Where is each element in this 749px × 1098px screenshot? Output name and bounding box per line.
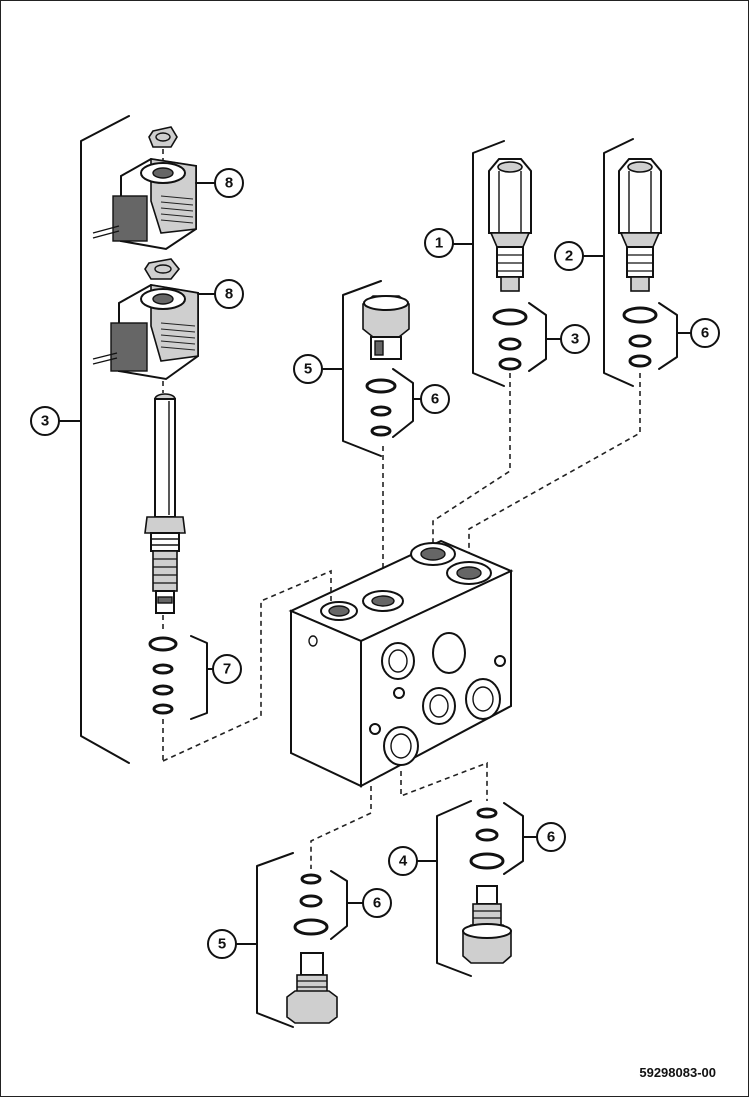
callout-5-upper: 5 [293, 354, 323, 384]
callout-4: 4 [388, 846, 418, 876]
svg-text:6: 6 [547, 829, 555, 846]
relief-valve-item-1 [432, 140, 562, 546]
svg-text:6: 6 [373, 895, 381, 912]
svg-text:4: 4 [399, 853, 408, 870]
callout-8-lower: 8 [214, 279, 244, 309]
svg-text:5: 5 [304, 361, 312, 378]
solenoid-stack [92, 126, 214, 761]
bracket-item-3 [58, 115, 130, 764]
coil-upper [92, 157, 197, 251]
callout-5-lower: 5 [207, 929, 237, 959]
callout-6-check-valve: 6 [536, 822, 566, 852]
callout-1: 1 [424, 228, 454, 258]
svg-text:2: 2 [565, 248, 573, 265]
check-valve-item-4 [400, 761, 538, 977]
callout-7: 7 [212, 654, 242, 684]
valve-manifold-block [288, 539, 514, 788]
plug-upper-assembly [322, 280, 422, 591]
callout-3-left: 3 [30, 406, 60, 436]
plug-lower-assembly [236, 786, 372, 1028]
svg-text:8: 8 [225, 286, 233, 303]
callout-6-relief-2: 6 [690, 318, 720, 348]
callout-6-upper-plug: 6 [420, 384, 450, 414]
svg-text:7: 7 [223, 661, 231, 678]
svg-text:5: 5 [218, 936, 226, 953]
svg-text:6: 6 [701, 325, 709, 342]
svg-text:8: 8 [225, 175, 233, 192]
coil-lower [92, 283, 199, 381]
svg-text:3: 3 [41, 413, 49, 430]
callout-2: 2 [554, 241, 584, 271]
callout-6-lower-plug: 6 [362, 888, 392, 918]
svg-text:3: 3 [571, 331, 579, 348]
svg-text:1: 1 [435, 235, 443, 252]
callout-8-upper: 8 [214, 168, 244, 198]
solenoid-cartridge [144, 393, 186, 614]
seal-set-item-7 [148, 636, 178, 715]
drawing-reference-number: 59298083-00 [639, 1065, 716, 1080]
relief-valve-item-2 [468, 138, 692, 561]
svg-text:6: 6 [431, 391, 439, 408]
callout-3-relief: 3 [560, 324, 590, 354]
